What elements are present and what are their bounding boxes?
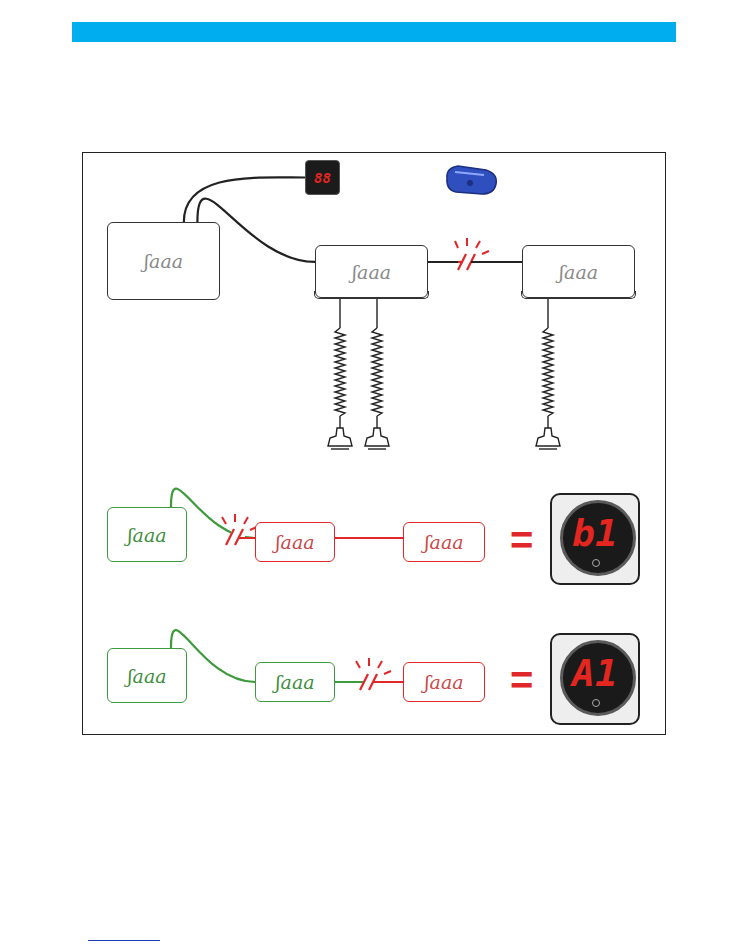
sensor-plug-base [368, 448, 386, 449]
brand-logo: ʃaaa [127, 665, 166, 687]
sensor-wire [339, 416, 340, 428]
segment-display: b1 [550, 493, 640, 585]
sensor-wire [547, 416, 548, 428]
coil-cable [335, 328, 345, 416]
sensor-wire [376, 416, 377, 428]
sensor-wire [547, 298, 548, 328]
sensor-box: ʃaaa [255, 662, 335, 702]
brand-logo: ʃaaa [424, 531, 463, 553]
brand-logo: ʃaaa [144, 250, 183, 272]
sensor-box: ʃaaa [107, 648, 187, 703]
sensor-plug [365, 428, 389, 446]
sensor-cables [328, 298, 560, 449]
brand-logo: ʃaaa [559, 261, 598, 283]
cable [428, 261, 522, 263]
sensor-box: ʃaaa [522, 245, 635, 298]
segment-display: 88 [305, 160, 340, 195]
sensor-box: ʃaaa [403, 662, 485, 702]
sensor-box: ʃaaa [255, 522, 335, 562]
footer-rule [88, 940, 160, 941]
brand-logo: ʃaaa [424, 671, 463, 693]
brand-logo: ʃaaa [352, 261, 391, 283]
segment-display: A1 [550, 633, 640, 725]
coil-cable [372, 328, 382, 416]
equals-sign: = [510, 660, 533, 700]
sensor-plug-base [331, 448, 349, 449]
display-reading: 88 [314, 170, 331, 186]
display-dot [592, 699, 600, 707]
cable [335, 537, 403, 539]
break-row3 [356, 658, 404, 690]
sensor-plug-base [539, 448, 557, 449]
sensor-wire [339, 298, 340, 328]
brand-logo: ʃaaa [275, 531, 314, 553]
box-lip [314, 291, 429, 299]
display-reading: b1 [552, 511, 638, 555]
display-dot [592, 559, 600, 567]
remote-key [447, 166, 496, 194]
sensor-plug [328, 428, 352, 446]
break-top [455, 238, 522, 270]
sensor-box: ʃaaa [315, 245, 428, 298]
brand-logo: ʃaaa [275, 671, 314, 693]
sensor-wire [376, 298, 377, 328]
sensor-box: ʃaaa [403, 522, 485, 562]
sensor-box: ʃaaa [107, 222, 220, 300]
sensor-plug [536, 428, 560, 446]
brand-logo: ʃaaa [127, 524, 166, 546]
coil-cable [543, 328, 553, 416]
header-bar [72, 22, 676, 42]
display-reading: A1 [552, 651, 638, 695]
break-row2 [222, 514, 257, 545]
sensor-box: ʃaaa [107, 507, 187, 562]
equals-sign: = [510, 520, 533, 560]
box-lip [521, 291, 636, 299]
